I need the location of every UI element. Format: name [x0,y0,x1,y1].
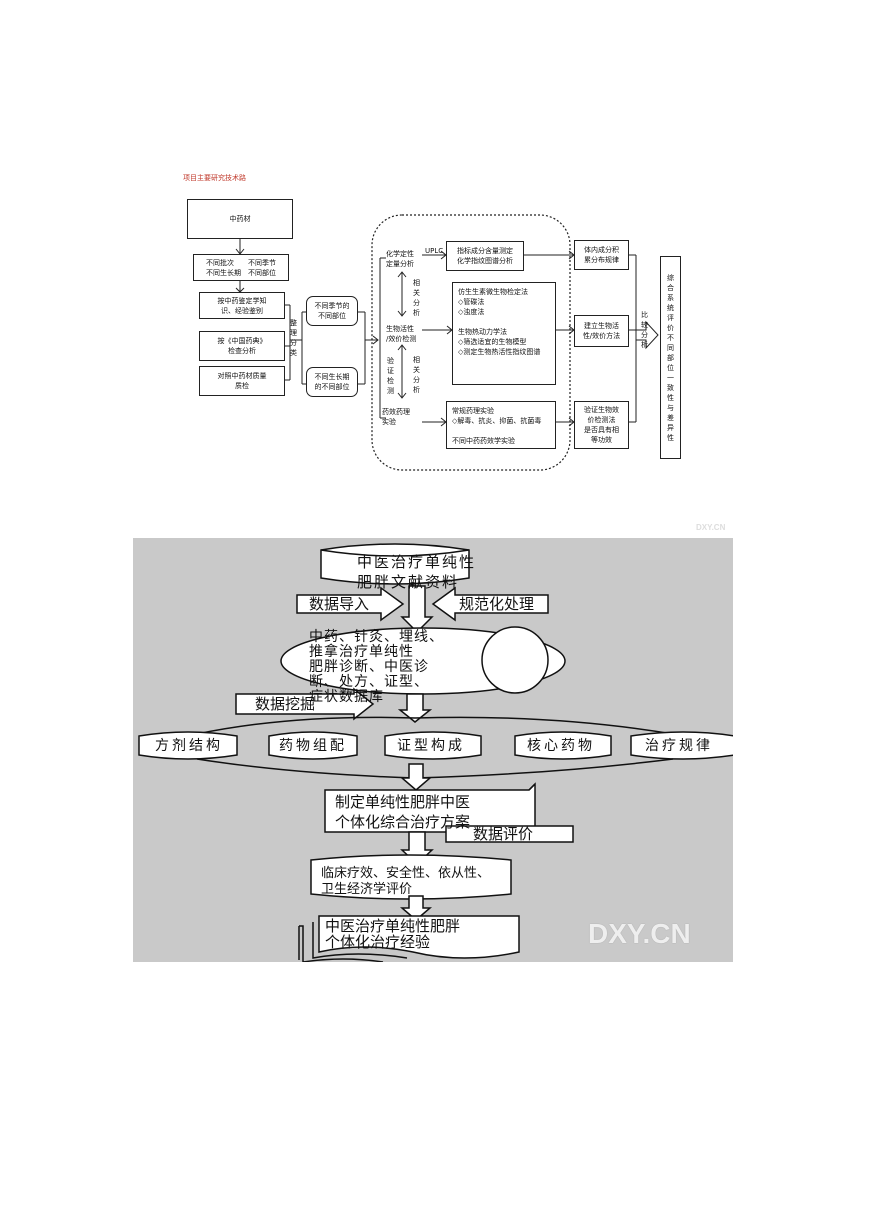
uplc-label: UPLC [425,247,444,255]
related-analysis-1: 相关分析 [413,279,420,317]
import-label: 数据导入 [309,595,370,613]
pharmacology-box: 常规药理实验 ◇解毒、抗炎、抑菌、抗菌毒 不同中药药效学实验 [446,401,556,449]
output-prescription: 方剂结构 [155,738,223,754]
pharmacology-label: 药效药理 实验 [382,408,410,426]
database-text: 中药、针灸、埋线、 推拿治疗单纯性 肥胖诊断、中医诊 断、处方、证型、 症状数据… [309,629,444,705]
output-drug-combo: 药物组配 [279,738,347,754]
uplc-result-box: 指标成分含量测定 化学指纹图谱分析 [446,241,524,271]
related-analysis-2: 相关分析 [413,356,420,394]
watermark-large: DXY.CN [588,918,691,949]
result-distribution: 体内成分积 累分布规律 [574,240,629,270]
treatment-experience: 中医治疗单纯性肥胖 个体化治疗经验 [325,917,461,951]
final-evaluation-box: 综合系统评价不同部位一致性与差异性 [660,256,681,459]
variation-box: 不同批次 不同季节 不同生长期 不同部位 [193,254,289,281]
sort-label: 整 理 分 类 [290,319,297,357]
result-bioactivity: 建立生物活 性/效价方法 [574,315,629,347]
compare-analysis-label: 比较分析 [641,311,648,349]
evaluation-items: 临床疗效、安全性、依从性、 卫生经济学评价 [321,866,491,897]
group-season: 不同季节的 不同部位 [306,296,358,326]
normalize-label: 规范化处理 [459,595,535,613]
material-box: 中药材 [187,199,293,239]
method-quality: 对照中药材质量 质检 [199,366,285,396]
source-literature: 中医治疗单纯性 肥胖文献资料 [357,553,477,591]
obesity-data-mining-diagram: 中医治疗单纯性 肥胖文献资料 数据导入 规范化处理 中药、针灸、埋线、 推拿治疗… [133,538,733,962]
chem-analysis-label: 化学定性 定量分析 [386,250,414,268]
bio-assay-box: 仿生生素微生物检定法 ◇管碟法 ◇浊度法 生物热动力学法 ◇筛选适宜的生物模型 … [452,282,556,385]
evaluation-label: 数据评价 [473,825,534,843]
watermark-small: DXY.CN [696,523,726,532]
analysis-region [371,214,571,471]
output-core-drugs: 核心药物 [527,738,595,754]
group-growth: 不同生长期 的不同部位 [306,367,358,397]
verify-detect-label: 验证检测 [387,357,394,395]
treatment-plan: 制定单纯性肥胖中医 个体化综合治疗方案 [335,793,471,831]
bio-activity-label: 生物活性 /效价检测 [386,325,417,343]
final-evaluation-text: 综合系统评价不同部位一致性与差异性 [667,273,674,442]
diagram-caption: 项目主要研究技术路 [183,174,246,182]
result-verify: 验证生物效 价检测法 是否具有相 等功效 [574,401,629,449]
mining-label: 数据挖掘 [255,695,316,713]
diagram2-shapes [138,543,733,962]
diagram1-connectors [235,214,659,471]
method-pharmacopoeia: 按《中国药典》 检查分析 [199,331,285,361]
output-syndrome: 证型构成 [397,738,465,754]
output-treatment-rules: 治疗规律 [645,738,713,754]
method-identification: 按中药鉴定学知 识、经验鉴别 [199,292,285,319]
